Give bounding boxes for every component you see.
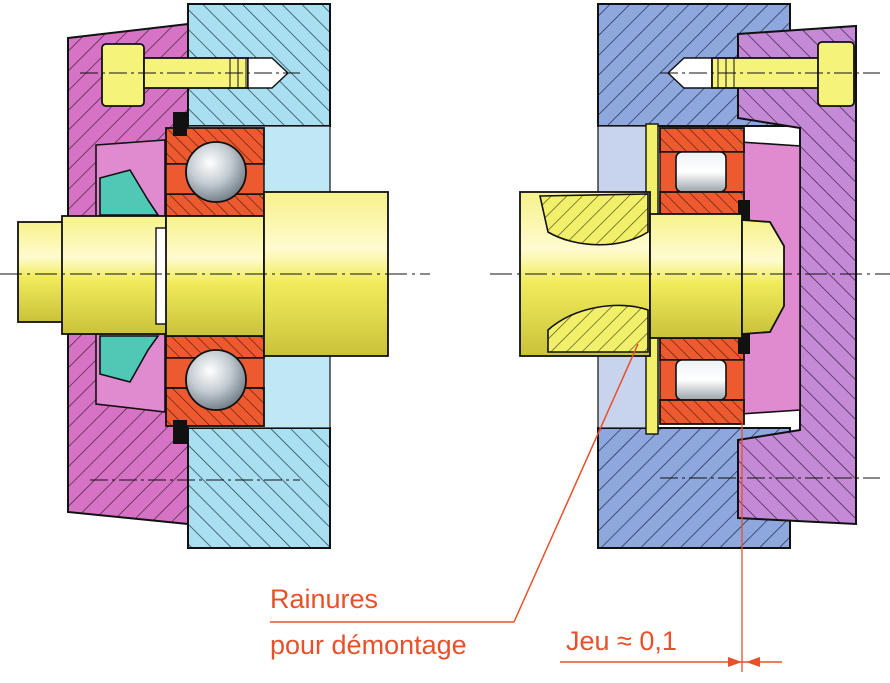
right-bearing-inner-bottom (659, 337, 745, 361)
annotations (270, 343, 782, 672)
right-roller-bottom (675, 359, 727, 401)
grooves-label-line2: pour démontage (270, 630, 467, 660)
left-assembly (17, 3, 389, 549)
right-groove-top (539, 193, 649, 246)
grooves-leader-line (513, 343, 639, 623)
right-bearing-outer-top (659, 127, 745, 153)
left-seal-top (99, 169, 160, 216)
clearance-arrow-left (728, 657, 742, 667)
clearance-arrow-right (746, 657, 760, 667)
clearance-label: Jeu ≈ 0,1 (566, 626, 677, 656)
left-ball-top (185, 141, 247, 203)
grooves-label-line1: Rainures (270, 584, 379, 614)
left-ball-bottom (185, 349, 247, 411)
right-assembly (519, 3, 880, 549)
left-seal-bottom (99, 335, 160, 383)
right-groove-bottom (547, 304, 649, 353)
left-circlip-bottom (173, 420, 187, 444)
left-frame-bottom (187, 427, 331, 549)
right-bearing-outer-bottom (659, 399, 745, 425)
right-bearing-inner-top (659, 191, 745, 215)
right-housing (737, 24, 857, 526)
right-shaft (519, 191, 785, 357)
right-roller-top (675, 151, 727, 193)
left-circlip-top (173, 112, 187, 136)
